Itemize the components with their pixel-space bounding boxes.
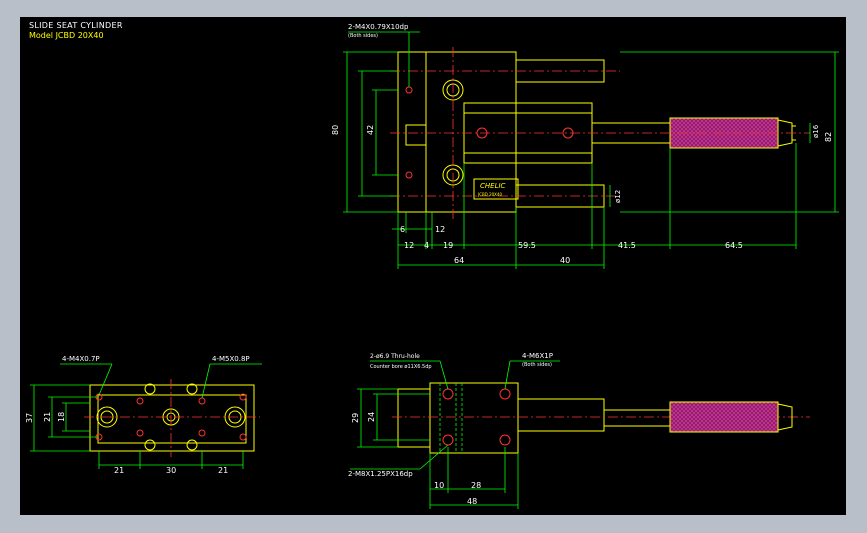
side-end-plate [397,388,431,448]
side-piston-rod [603,409,671,427]
drawing-title: SLIDE SEAT CYLINDER [29,21,123,30]
tap-hole-upper [405,86,413,94]
dim-29: 29 [351,413,360,423]
dim-82: 82 [824,132,833,142]
top-end-plate [397,51,427,213]
brand-logo: CHELIC [480,182,506,190]
tap-hole-lower [405,171,413,179]
callout-m8: 2-M8X1.25PX16dp [348,470,413,478]
dim-24: 24 [367,412,376,422]
side-dimension-lines [350,360,560,509]
dim-41-5: 41.5 [618,241,636,250]
tap-callout-note: (Both sides) [348,33,378,39]
side-cylinder [517,398,605,432]
tap-callout-leader [348,31,420,87]
dim-21-right: 21 [218,466,228,475]
dim-80: 80 [331,125,340,135]
dim-28: 28 [471,481,481,490]
dim-64: 64 [454,256,464,265]
dim-40: 40 [560,256,570,265]
callout-thru-hole: 2-ø6.9 Thru-hole [370,353,420,360]
callout-m6: 4-M6X1P [522,352,553,360]
end-base-plate [89,384,255,452]
dim-4: 4 [424,241,429,250]
dim-21-vertical: 21 [43,412,52,422]
dim-64-5: 64.5 [725,241,743,250]
brand-sub: JCBD 20X40 [477,192,502,197]
dia-12: ø12 [614,190,622,203]
callout-m5: 4-M5X0.8P [212,355,250,363]
dim-12-lower: 12 [404,241,414,250]
side-hidden-lines [439,383,463,453]
callout-m6-note: (Both sides) [522,362,552,368]
tap-callout: 2-M4X0.79X10dp [348,23,409,31]
dia-16: ø16 [812,124,820,138]
cad-canvas: CHELIC JCBD 20X40 [25,23,839,509]
dim-59-5: 59.5 [518,241,536,250]
end-centerlines [84,379,260,457]
dim-12-upper: 12 [435,225,445,234]
top-knob-nut [777,119,793,147]
side-view [397,382,671,454]
model-label: Model JCBD 20X40 [29,31,104,40]
end-dimension-lines [30,363,262,469]
end-view [89,383,255,452]
dim-19: 19 [443,241,453,250]
dim-21-left: 21 [114,466,124,475]
label-plate [473,178,519,200]
end-holes [95,393,247,441]
cad-drawing-frame: SLIDE SEAT CYLINDER Model JCBD 20X40 [20,17,846,515]
side-knob [669,401,779,433]
dim-48: 48 [467,497,477,506]
top-dimension-lines [343,51,839,269]
callout-counter-bore: Counter bore ø11X6.5dp [370,364,432,370]
top-view [397,51,671,213]
side-knob-nut [777,403,793,431]
dim-10: 10 [434,481,444,490]
dim-18: 18 [57,412,66,422]
dim-37: 37 [25,413,34,423]
callout-m4: 4-M4X0.7P [62,355,100,363]
top-centerlines [390,47,810,222]
dim-6: 6 [400,225,405,234]
top-end-boss [405,124,427,146]
dim-30: 30 [166,466,176,475]
dim-42: 42 [366,125,375,135]
